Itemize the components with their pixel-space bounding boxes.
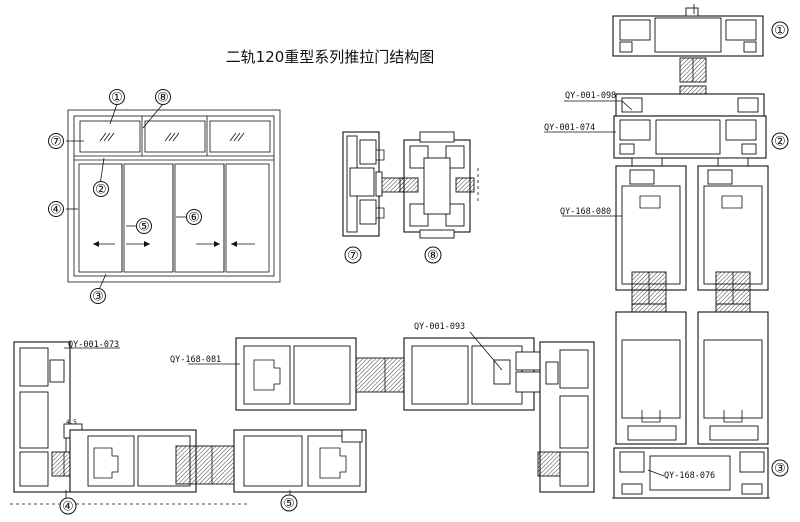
svg-text:⑤: ⑤ [138,220,150,235]
svg-text:③: ③ [774,462,786,477]
callout-4-elevation: ④ [48,201,64,218]
label-small-dimension: 4.5 [66,419,77,426]
slide-right-arrow-icon [231,241,255,247]
svg-text:⑦: ⑦ [347,249,359,264]
svg-text:⑤: ⑤ [283,497,295,512]
slide-left-arrow-icon [93,241,115,247]
label-qy-168-081: QY-168-081 [170,355,221,365]
callout-5-elevation: ⑤ [136,218,152,235]
svg-text:⑥: ⑥ [188,211,200,226]
callout-8-section: ⑧ [424,246,442,264]
svg-text:①: ① [774,24,786,39]
svg-text:④: ④ [62,500,74,515]
section-8-profile [399,131,479,239]
svg-text:③: ③ [92,290,104,305]
svg-text:②: ② [774,135,786,150]
callout-3-elevation: ③ [90,288,106,305]
callout-2-elevation: ② [93,181,109,198]
vertical-section [544,4,770,499]
callout-3-vertical: ③ [771,459,789,477]
slide-right-arrow-icon [126,241,150,247]
horizontal-section [10,331,595,505]
svg-text:⑦: ⑦ [50,135,62,150]
svg-text:②: ② [95,183,107,198]
callout-1-vertical: ① [771,21,789,39]
callout-8-elevation: ⑧ [155,89,171,106]
callout-4-section: ④ [59,497,77,515]
callout-7-elevation: ⑦ [48,133,64,150]
door-elevation [66,103,281,293]
label-qy-168-076: QY-168-076 [664,471,715,481]
callout-6-elevation: ⑥ [186,209,202,226]
label-qy-001-098: QY-001-098 [565,91,616,101]
callout-7-section: ⑦ [344,246,362,264]
svg-text:⑧: ⑧ [427,249,439,264]
diagram-title: 二轨120重型系列推拉门结构图 [226,48,435,66]
callout-1-elevation: ① [109,89,125,106]
label-qy-001-074: QY-001-074 [544,123,595,133]
label-qy-001-093: QY-001-093 [414,322,465,332]
glass-hatch-icon [99,132,245,142]
label-qy-001-073: QY-001-073 [68,340,119,350]
label-qy-168-080: QY-168-080 [560,207,611,217]
section-7-profile [342,131,405,237]
svg-text:①: ① [111,91,123,106]
slide-left-arrow-icon [196,241,220,247]
callout-5-section: ⑤ [280,494,298,512]
svg-text:⑧: ⑧ [157,91,169,106]
svg-text:④: ④ [50,203,62,218]
callout-2-vertical: ② [771,132,789,150]
